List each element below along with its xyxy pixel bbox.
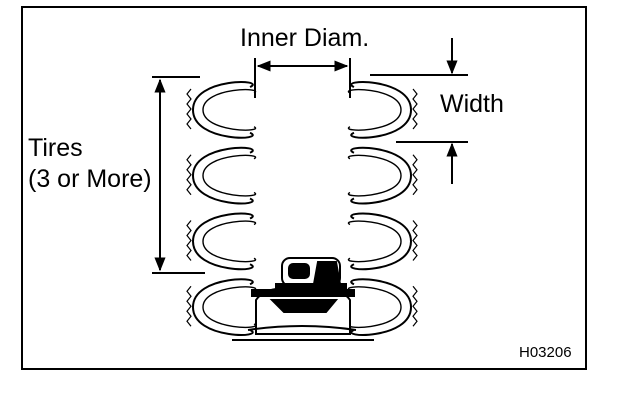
tire-right-4 bbox=[347, 278, 418, 336]
tires-dimension bbox=[152, 76, 205, 274]
tire-tread bbox=[186, 154, 192, 196]
tire-inner-wall bbox=[202, 88, 257, 131]
press-tool-clamp bbox=[312, 261, 342, 285]
tire-tread bbox=[186, 285, 192, 327]
tire-right-1 bbox=[347, 81, 418, 139]
tire-casing bbox=[350, 212, 413, 271]
tire-tread bbox=[412, 285, 418, 327]
tire-stack bbox=[186, 81, 418, 336]
press-tool-grip bbox=[288, 263, 310, 279]
tire-right-2 bbox=[347, 146, 418, 205]
width-label: Width bbox=[440, 90, 504, 118]
tire-casing bbox=[350, 146, 413, 205]
tire-casing bbox=[191, 146, 254, 205]
tires-label-line1: Tires bbox=[28, 134, 83, 162]
wheel-rim bbox=[232, 288, 374, 341]
tire-left-2 bbox=[186, 146, 257, 205]
press-tool-plate bbox=[251, 289, 355, 297]
tire-casing bbox=[350, 278, 413, 336]
inner-diameter-dimension bbox=[254, 58, 351, 98]
figure-frame bbox=[21, 6, 587, 370]
tire-left-3 bbox=[186, 212, 257, 271]
width-dimension bbox=[370, 38, 468, 184]
tire-casing bbox=[191, 278, 254, 336]
tire-inner-wall bbox=[347, 220, 402, 263]
tires-label-line2: (3 or More) bbox=[28, 165, 152, 193]
tire-inner-wall bbox=[347, 286, 402, 329]
tire-casing bbox=[191, 81, 254, 139]
tire-inner-wall bbox=[202, 220, 257, 263]
wheel-rim-flange bbox=[247, 325, 357, 331]
figure-code-label: H03206 bbox=[519, 344, 572, 361]
tire-inner-wall bbox=[202, 286, 257, 329]
tire-tread bbox=[186, 88, 192, 130]
press-tool bbox=[251, 257, 355, 297]
tire-right-3 bbox=[347, 212, 418, 271]
tire-inner-wall bbox=[347, 154, 402, 197]
wheel-hub-shading bbox=[269, 299, 339, 313]
tire-inner-wall bbox=[202, 154, 257, 197]
tire-casing bbox=[350, 81, 413, 139]
tire-tread bbox=[412, 154, 418, 196]
tire-left-1 bbox=[186, 81, 257, 139]
tires-label: Tires (3 or More) bbox=[28, 133, 152, 195]
tire-tread bbox=[412, 220, 418, 261]
tire-tread bbox=[186, 220, 192, 261]
inner-diameter-label: Inner Diam. bbox=[240, 24, 370, 52]
tire-left-4 bbox=[186, 278, 257, 336]
tire-tread bbox=[412, 88, 418, 130]
tire-casing bbox=[191, 212, 254, 271]
tire-inner-wall bbox=[347, 88, 402, 131]
